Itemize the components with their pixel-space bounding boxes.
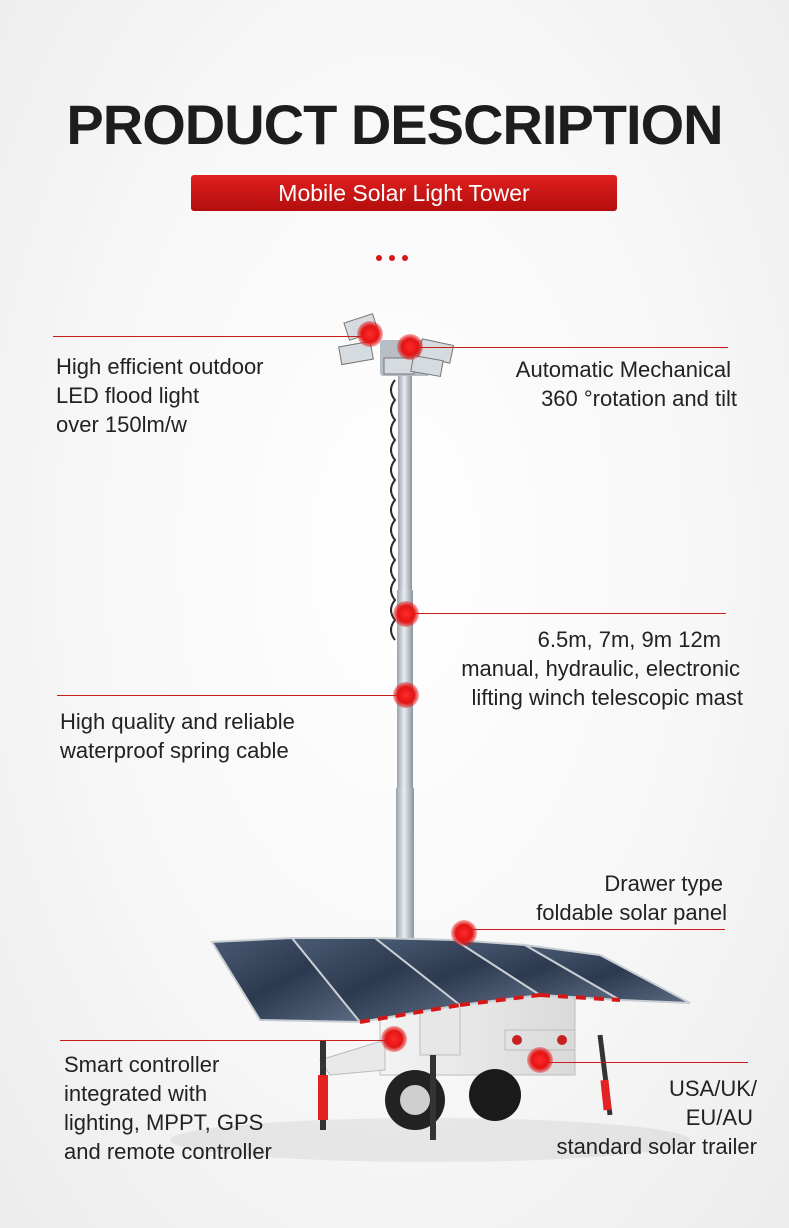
- feature-mast: 6.5m, 7m, 9m 12m manual, hydraulic, elec…: [461, 625, 743, 712]
- feature-solar-panel: Drawer type foldable solar panel: [536, 869, 727, 927]
- product-name-banner: Mobile Solar Light Tower: [191, 175, 617, 211]
- hotspot-controller: [381, 1026, 407, 1052]
- hotspot-solar: [451, 920, 477, 946]
- feature-mast-line-3: lifting winch telescopic mast: [471, 685, 743, 710]
- callout-line-trailer: [540, 1062, 748, 1063]
- feature-rotation-line-1: Automatic Mechanical: [515, 357, 731, 382]
- feature-led-line-1: High efficient outdoor: [56, 354, 264, 379]
- callout-line-rotation: [410, 347, 728, 348]
- feature-mast-line-2: manual, hydraulic, electronic: [461, 656, 740, 681]
- feature-led-light: High efficient outdoor LED flood light o…: [56, 352, 264, 439]
- feature-controller-line-2: integrated with: [64, 1081, 208, 1106]
- feature-solar-line-1: Drawer type: [604, 871, 723, 896]
- feature-rotation: Automatic Mechanical 360 °rotation and t…: [516, 355, 737, 413]
- callout-line-controller: [60, 1040, 392, 1041]
- callout-line-solar: [464, 929, 725, 930]
- callout-line-mast: [406, 613, 726, 614]
- feature-mast-line-1: 6.5m, 7m, 9m 12m: [537, 627, 721, 652]
- feature-cable-line-1: High quality and reliable: [60, 709, 295, 734]
- feature-cable-line-2: waterproof spring cable: [60, 738, 289, 763]
- feature-led-line-3: over 150lm/w: [56, 412, 187, 437]
- feature-controller-line-3: lighting, MPPT, GPS: [64, 1110, 264, 1135]
- feature-trailer-line-1: USA/UK/: [668, 1076, 757, 1101]
- page-title: PRODUCT DESCRIPTION: [66, 93, 723, 156]
- decorative-dots: [376, 246, 415, 265]
- feature-trailer-line-3: standard solar trailer: [556, 1134, 757, 1159]
- hotspot-mast: [393, 601, 419, 627]
- hotspot-led: [357, 321, 383, 347]
- feature-controller-line-1: Smart controller: [64, 1052, 220, 1077]
- feature-cable: High quality and reliable waterproof spr…: [60, 707, 295, 765]
- feature-controller: Smart controller integrated with lightin…: [64, 1050, 272, 1166]
- feature-led-line-2: LED flood light: [56, 383, 200, 408]
- feature-rotation-line-2: 360 °rotation and tilt: [541, 386, 737, 411]
- hotspot-cable: [393, 682, 419, 708]
- feature-trailer-line-2: EU/AU: [685, 1105, 753, 1130]
- callout-line-led: [53, 336, 373, 337]
- feature-controller-line-4: and remote controller: [64, 1139, 272, 1164]
- feature-solar-line-2: foldable solar panel: [536, 900, 727, 925]
- hotspot-trailer: [527, 1047, 553, 1073]
- feature-trailer: USA/UK/ EU/AU standard solar trailer: [556, 1074, 757, 1161]
- hotspot-rotation: [397, 334, 423, 360]
- callout-line-cable: [57, 695, 405, 696]
